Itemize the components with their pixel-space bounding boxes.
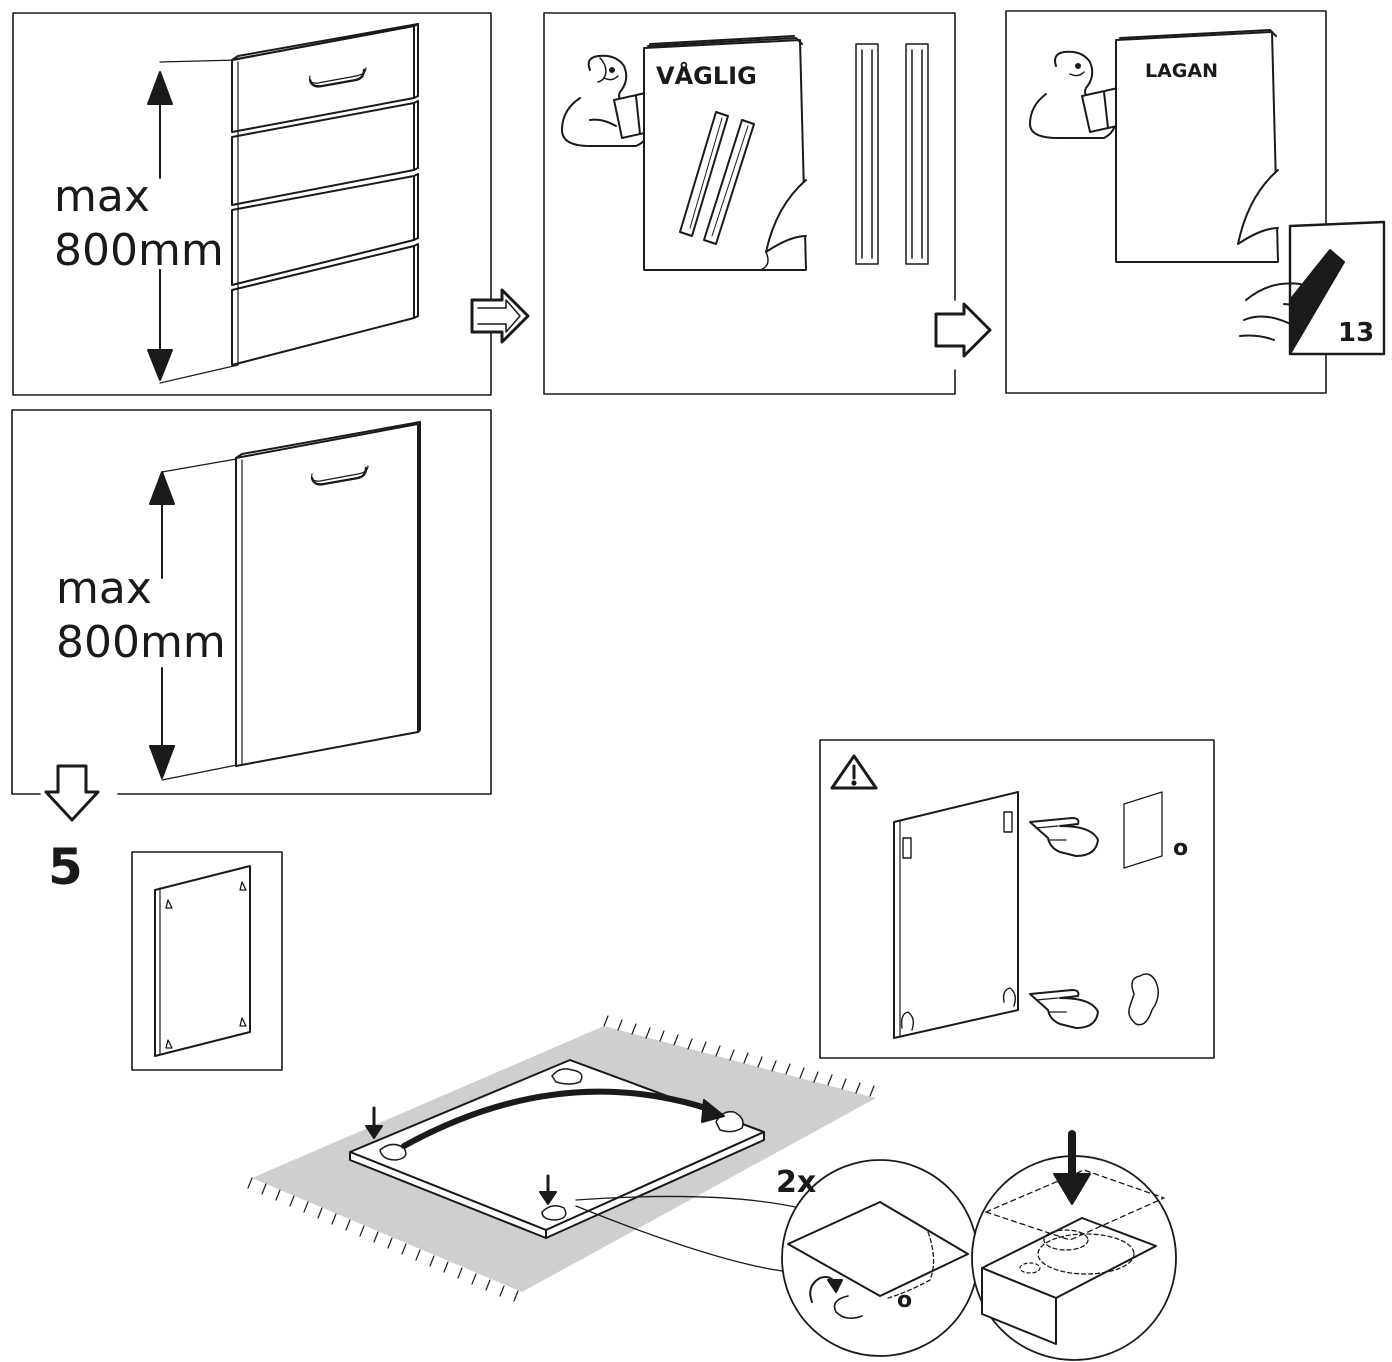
pointing-hand-icon bbox=[1029, 989, 1099, 1029]
arrow-down-icon bbox=[44, 764, 100, 822]
quantity-label: 2x bbox=[776, 1165, 817, 1200]
door-front bbox=[235, 421, 421, 767]
rug-fringe bbox=[247, 1015, 875, 1302]
manual-title-vaglig: VÅGLIG bbox=[656, 62, 757, 90]
drawer-runners bbox=[855, 43, 929, 265]
panel-thumbnail bbox=[131, 851, 283, 1071]
max-height-label: max bbox=[54, 171, 150, 222]
drawer-runner-pair bbox=[679, 111, 755, 245]
max-height-value: 800mm bbox=[54, 225, 224, 276]
drawer-front-stack bbox=[231, 23, 419, 366]
detail-circle-peel bbox=[781, 1159, 979, 1357]
panel-drawer-front bbox=[12, 12, 492, 396]
step-number: 5 bbox=[48, 838, 83, 896]
max-height-value: 800mm bbox=[56, 617, 226, 668]
panel-manual-lagan bbox=[1005, 10, 1386, 394]
page-turn-hand-icon bbox=[1239, 220, 1386, 356]
arrow-right-icon bbox=[470, 288, 530, 344]
panel-warning bbox=[819, 739, 1215, 1059]
max-height-label: max bbox=[56, 563, 152, 614]
pointing-hand-icon bbox=[1029, 817, 1099, 857]
option-label: o bbox=[1173, 836, 1189, 861]
panel-door-front bbox=[11, 409, 492, 795]
warning-icon bbox=[830, 754, 878, 790]
panel-manual-vaglig bbox=[543, 12, 956, 395]
manual-page-number: 13 bbox=[1338, 318, 1375, 348]
detail-circle-apply bbox=[971, 1130, 1177, 1361]
reading-person-icon bbox=[1029, 50, 1127, 139]
arrow-right-icon bbox=[934, 302, 992, 358]
rug-with-panel bbox=[247, 1015, 876, 1302]
manual-title-lagan: LAGAN bbox=[1145, 60, 1219, 82]
option-label: o bbox=[897, 1288, 913, 1313]
